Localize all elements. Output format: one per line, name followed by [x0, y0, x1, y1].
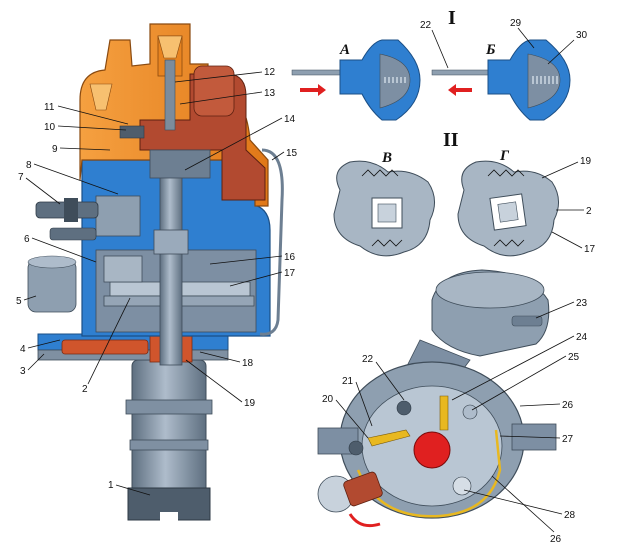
- distributor-assembly: [27, 23, 284, 522]
- breaker-top-view: [317, 269, 557, 528]
- distributor-shaft: [159, 169, 183, 366]
- callout-5: 5: [16, 296, 22, 307]
- callout-21: 21: [342, 376, 354, 387]
- cap-screw: [119, 125, 145, 139]
- callout-4: 4: [20, 344, 26, 355]
- callout-6: 6: [24, 234, 30, 245]
- regulator-v: [333, 160, 435, 257]
- callout-16: 16: [284, 252, 296, 263]
- callout-18: 18: [242, 358, 254, 369]
- rotor-cavity: [149, 149, 211, 179]
- callout-15: 15: [286, 148, 298, 159]
- side-terminal-nut: [64, 198, 78, 222]
- callout-2-regulator: 2: [586, 206, 592, 217]
- regulator-v-spring-bottom: [371, 239, 403, 247]
- letter-label-a: А: [339, 42, 350, 58]
- side-terminal-bolt-lower: [49, 227, 97, 241]
- roman-label-i: I: [448, 7, 456, 29]
- callout-29: 29: [510, 18, 522, 29]
- screw-b: [462, 404, 478, 420]
- screw-d: [348, 440, 364, 456]
- callout-24: 24: [576, 332, 588, 343]
- vacuum-unit-a: [291, 39, 421, 121]
- regulator-v-spring-top: [361, 169, 399, 177]
- labels: I II А Б В Г 1 2 3 4 5 6 7 8 9 10 11 12 …: [16, 7, 596, 545]
- vacuum-chamber-a: [379, 53, 411, 109]
- callout-10: 10: [44, 122, 56, 133]
- callout-22-bottom: 22: [362, 354, 374, 365]
- letter-label-g: Г: [499, 148, 510, 164]
- shaft-collar-1: [125, 399, 213, 415]
- regulator-v-hub: [371, 197, 403, 229]
- letter-label-b: Б: [485, 42, 496, 58]
- red-lead-wire: [348, 513, 381, 528]
- callout-17-regulator: 17: [584, 244, 596, 255]
- rotor-tower: [193, 65, 235, 117]
- screw-c: [452, 476, 472, 496]
- callout-27: 27: [562, 434, 574, 445]
- callout-13: 13: [264, 88, 276, 99]
- roman-label-ii: II: [443, 129, 459, 151]
- callout-26-upper: 26: [562, 400, 574, 411]
- capacitor-top: [27, 255, 77, 269]
- callout-25: 25: [568, 352, 580, 363]
- cap-terminal-center: [157, 35, 183, 59]
- regulator-g-spring-bottom: [493, 239, 525, 247]
- arrow-left: [448, 84, 472, 96]
- breaker-cam: [413, 431, 451, 469]
- center-electrode: [164, 59, 176, 131]
- side-terminal-body: [95, 195, 141, 237]
- regulator-g-spring-top: [487, 169, 525, 177]
- regulator-g: [457, 160, 559, 257]
- spring-clip: [259, 148, 284, 336]
- callout-22-top: 22: [420, 20, 432, 31]
- flange-bolt: [61, 339, 149, 355]
- vacuum-nipple: [511, 315, 543, 327]
- regulator-v-hub-inner: [377, 203, 397, 223]
- callout-3: 3: [20, 366, 26, 377]
- callout-9: 9: [52, 144, 58, 155]
- callout-11: 11: [44, 102, 55, 113]
- callout-7: 7: [18, 172, 24, 183]
- shaft-coupling-slot: [160, 512, 178, 522]
- shaft-collar-2: [129, 439, 209, 451]
- contact-lever: [439, 395, 449, 431]
- callout-28: 28: [564, 510, 576, 521]
- callout-8: 8: [26, 160, 32, 171]
- contact-spring: [367, 429, 411, 447]
- callout-12: 12: [264, 67, 276, 78]
- letter-label-v: В: [381, 150, 392, 166]
- shaft-cam: [153, 229, 189, 255]
- callout-19-regulator: 19: [580, 156, 592, 167]
- callout-26-lower: 26: [550, 534, 562, 545]
- connector-boot: [343, 471, 383, 507]
- callout-20: 20: [322, 394, 334, 405]
- callout-1: 1: [108, 480, 114, 491]
- screw-a: [396, 400, 412, 416]
- callout-19: 19: [244, 398, 256, 409]
- arrow-right: [300, 84, 326, 96]
- regulator-g-hub-inner: [497, 201, 519, 223]
- vacuum-corrector-top: [435, 271, 545, 309]
- cap-terminal-left: [89, 83, 113, 111]
- leader-lines: [23, 27, 584, 533]
- callout-14: 14: [284, 114, 296, 125]
- vacuum-unit-b: [431, 39, 571, 121]
- callout-2: 2: [82, 384, 88, 395]
- callout-23: 23: [576, 298, 588, 309]
- callout-30: 30: [576, 30, 588, 41]
- advance-weight: [103, 255, 143, 283]
- callout-17: 17: [284, 268, 296, 279]
